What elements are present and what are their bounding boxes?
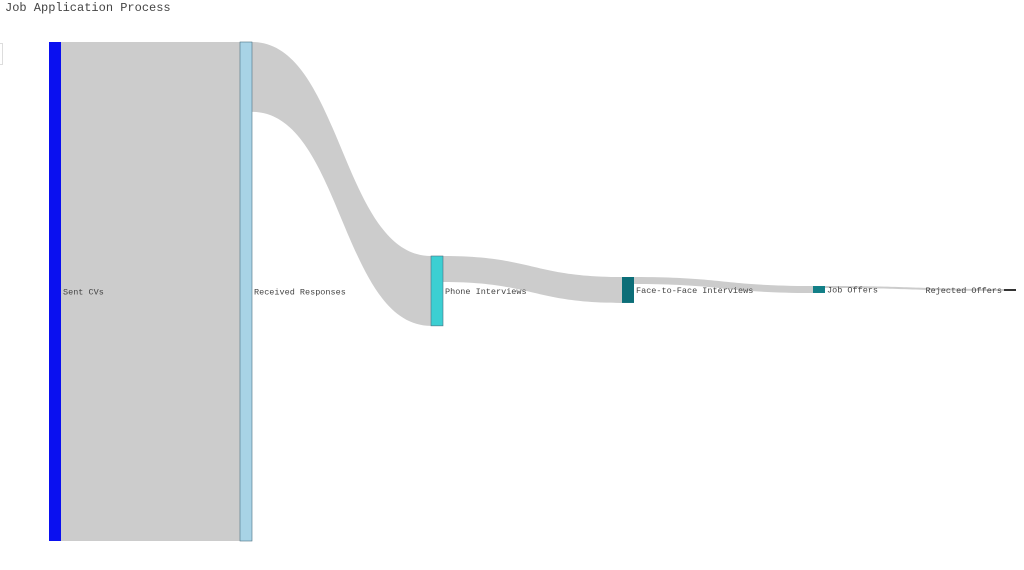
- link-phone-f2f[interactable]: [443, 256, 622, 303]
- link-sent-received[interactable]: [61, 42, 240, 541]
- node-rejected[interactable]: [1004, 289, 1016, 291]
- node-label-rejected: Rejected Offers: [925, 286, 1002, 296]
- node-label-offers: Job Offers: [827, 285, 878, 295]
- link-received-phone[interactable]: [252, 42, 431, 326]
- link-offers-rejected[interactable]: [825, 286, 1004, 291]
- side-handle: [0, 43, 3, 65]
- node-sent[interactable]: [49, 42, 61, 541]
- link-f2f-offers[interactable]: [634, 277, 813, 293]
- node-received[interactable]: [239, 41, 253, 542]
- node-f2f[interactable]: [622, 277, 634, 303]
- chart-title: Job Application Process: [5, 1, 171, 15]
- node-offers[interactable]: [813, 286, 825, 293]
- node-label-sent: Sent CVs: [63, 288, 104, 298]
- node-phone[interactable]: [430, 255, 444, 327]
- node-label-received: Received Responses: [254, 288, 346, 298]
- node-label-f2f: Face-to-Face Interviews: [636, 286, 753, 296]
- node-label-phone: Phone Interviews: [445, 287, 527, 297]
